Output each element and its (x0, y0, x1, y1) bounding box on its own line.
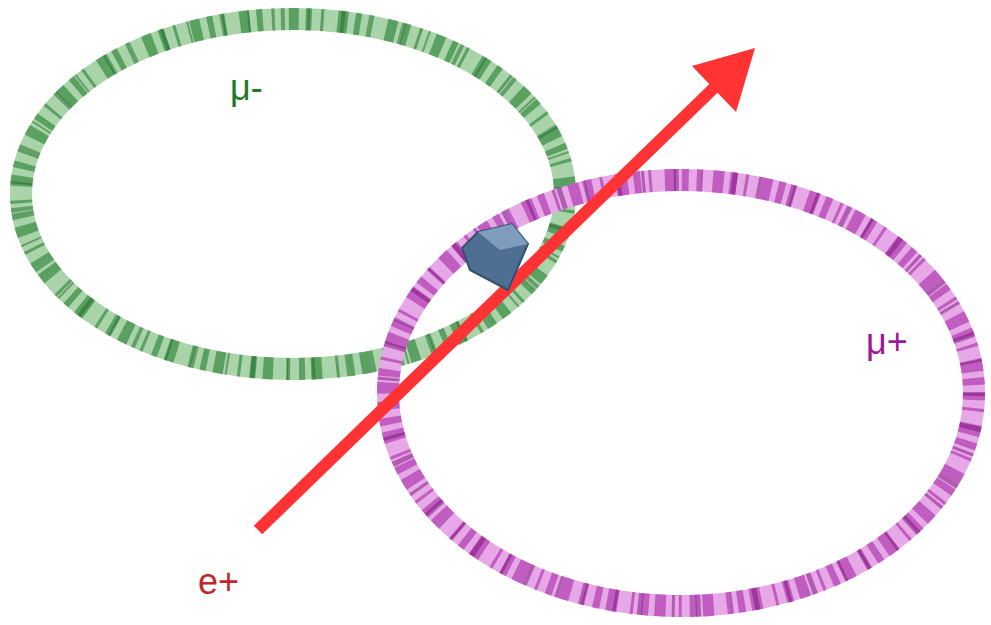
ring-base (388, 180, 974, 606)
beam-line (258, 84, 718, 530)
particle-label: μ+ (866, 322, 908, 362)
ring-texture (388, 180, 974, 606)
positron-beam (258, 48, 755, 530)
particle-label: μ- (230, 68, 263, 108)
ring-texture-dark (388, 180, 974, 606)
particle-label: e+ (198, 562, 239, 602)
beam-arrowhead (692, 48, 755, 112)
detector-highlight (478, 224, 528, 250)
detector-shape (462, 224, 528, 290)
mu-plus-ring (388, 180, 974, 606)
detector-block (462, 224, 528, 290)
